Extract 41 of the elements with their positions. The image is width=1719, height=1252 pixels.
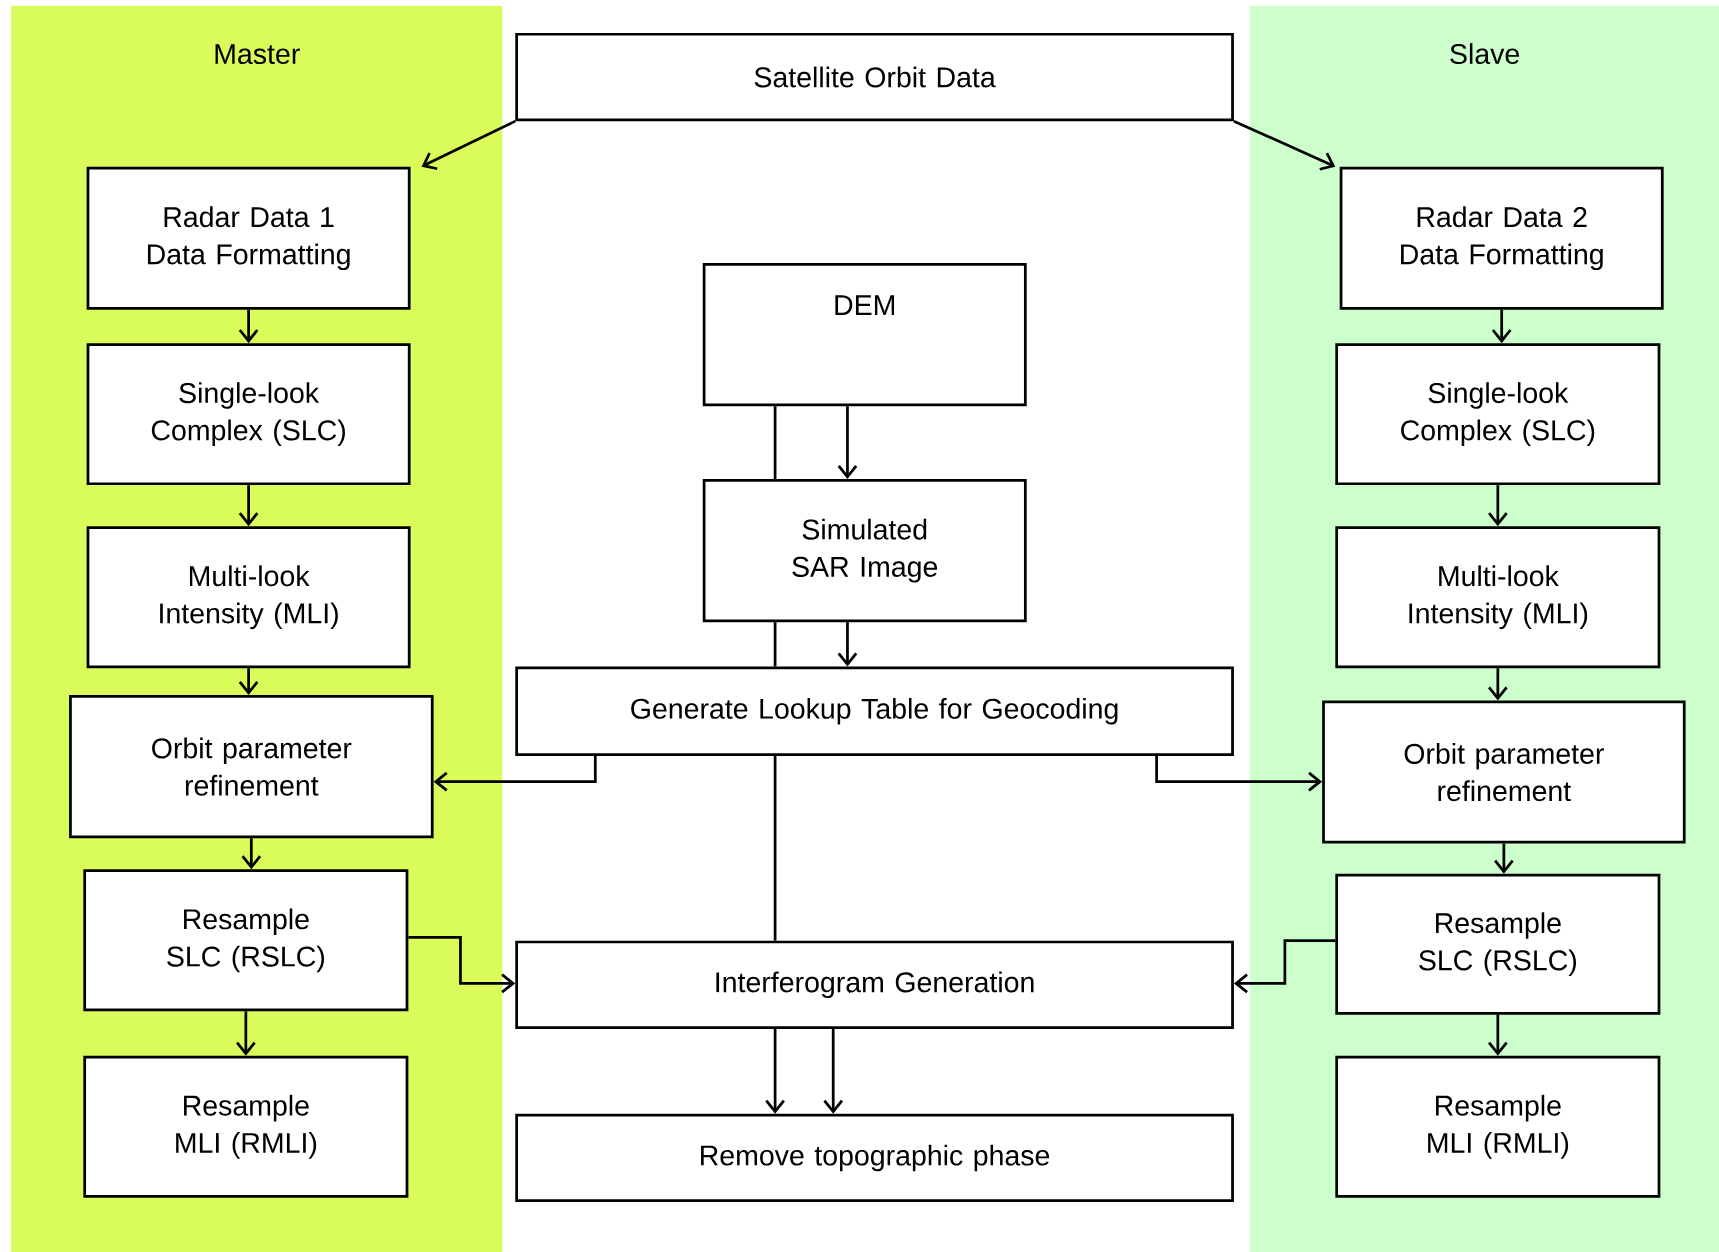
arrow xyxy=(1488,1014,1508,1056)
connector-line xyxy=(773,755,777,941)
arrow xyxy=(408,936,516,994)
process-box: Radar Data 1 Data Formatting xyxy=(86,166,411,310)
process-box: Multi-look Intensity (MLI) xyxy=(1335,526,1661,669)
arrow xyxy=(1491,309,1512,344)
arrow xyxy=(241,838,262,870)
arrow xyxy=(765,1028,785,1114)
arrow xyxy=(1494,843,1514,874)
arrow xyxy=(238,309,259,344)
arrow xyxy=(236,1011,256,1056)
arrow xyxy=(238,668,259,696)
process-box: Multi-look Intensity (MLI) xyxy=(86,526,411,669)
process-box: Resample MLI (RMLI) xyxy=(1335,1055,1661,1198)
arrow xyxy=(837,406,858,480)
process-box: Orbit parameter refinement xyxy=(1322,700,1686,844)
arrow xyxy=(837,622,858,667)
process-box: DEM xyxy=(702,263,1027,407)
arrow xyxy=(421,119,516,171)
arrow xyxy=(1488,485,1508,527)
arrow xyxy=(823,1028,844,1114)
connector-line xyxy=(773,622,777,667)
process-box: Remove topographic phase xyxy=(515,1113,1234,1203)
connector-line xyxy=(773,406,777,480)
process-box: Resample MLI (RMLI) xyxy=(83,1055,409,1198)
arrow xyxy=(433,755,597,792)
arrow xyxy=(1233,939,1336,994)
arrow xyxy=(238,485,259,527)
process-box: Simulated SAR Image xyxy=(702,479,1027,623)
process-box: Interferogram Generation xyxy=(515,940,1234,1029)
arrow xyxy=(1155,755,1323,792)
process-box: Single-look Complex (SLC) xyxy=(86,343,411,486)
process-box: Orbit parameter refinement xyxy=(69,695,434,839)
process-box: Satellite Orbit Data xyxy=(515,32,1234,122)
arrow xyxy=(1488,668,1508,701)
process-box: Generate Lookup Table for Geocoding xyxy=(515,666,1234,756)
process-box: Resample SLC (RSLC) xyxy=(83,869,409,1012)
process-box: Single-look Complex (SLC) xyxy=(1335,343,1661,486)
arrow xyxy=(1233,119,1336,171)
process-box: Radar Data 2 Data Formatting xyxy=(1339,166,1664,310)
process-box: Resample SLC (RSLC) xyxy=(1335,873,1661,1015)
